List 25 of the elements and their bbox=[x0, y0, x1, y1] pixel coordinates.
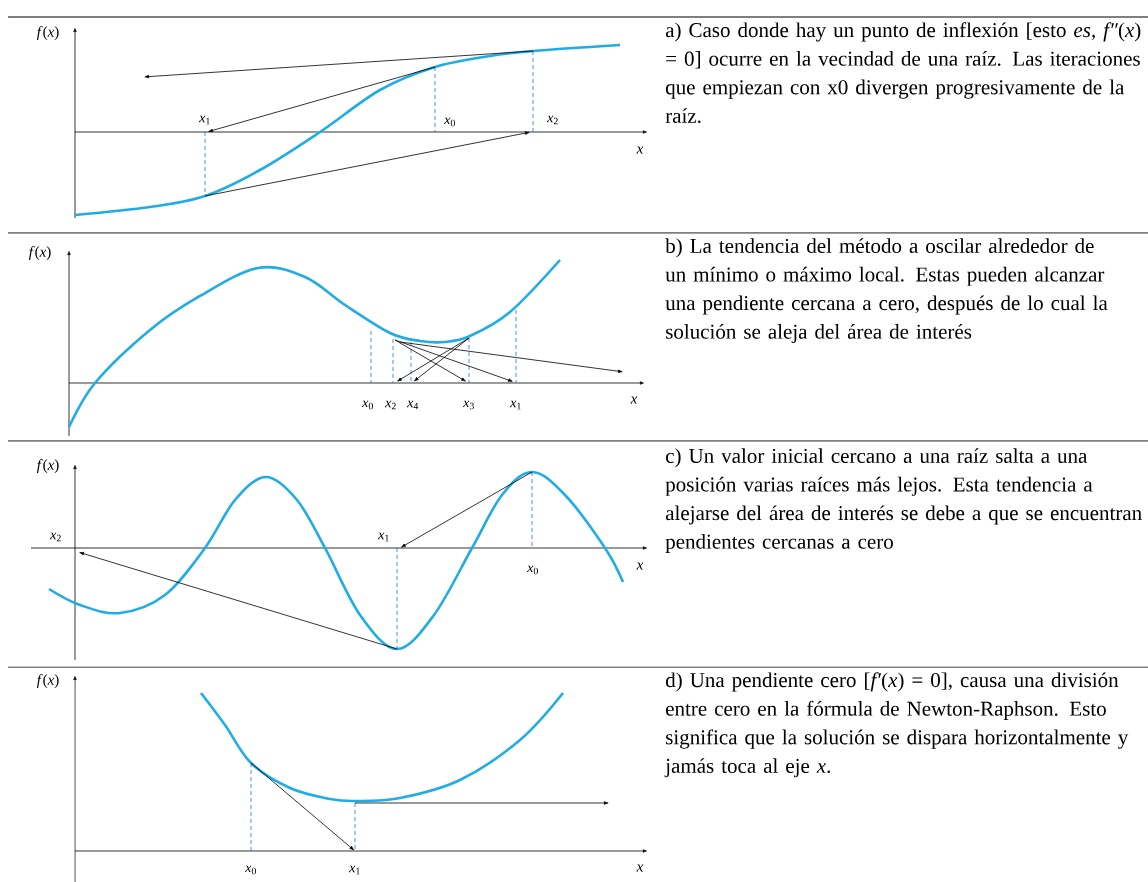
description-text: c) Un valor inicial cercano a una raíz salta a una posición varias raíces más lejos. Esta tendencia a alejarse del área de interés se debe a que se encuentran pendientes cercanas a cero bbox=[665, 448, 1142, 554]
point-label: x$_{2}$ bbox=[547, 115, 558, 125]
axis-label: x bbox=[630, 396, 638, 404]
point-label: x$_{0}$ bbox=[527, 565, 538, 575]
axis-label: f(x) bbox=[36, 459, 59, 473]
axis-label: f(x) bbox=[36, 26, 59, 40]
description-text: b) La tendencia del método a oscilar alrededor de un mínimo o máximo local. Estas pueden alcanzar una pendiente cercana a cero, después de lo cual la solución se aleja del área de interés bbox=[665, 238, 1108, 344]
axis-label: f(x) bbox=[36, 674, 59, 688]
point-label: x$_{4}$ bbox=[407, 400, 419, 410]
point-label: x$_{2}$ bbox=[385, 400, 396, 410]
axis-label: f(x) bbox=[28, 246, 51, 260]
point-label: x$_{1}$ bbox=[378, 532, 389, 542]
point-label: x$_{1}$ bbox=[199, 115, 210, 125]
axis-label: x bbox=[636, 864, 644, 872]
point-label: x$_{1}$ bbox=[510, 400, 521, 410]
point-label: x$_{3}$ bbox=[463, 400, 474, 410]
point-label: x$_{1}$ bbox=[349, 865, 360, 875]
point-label: x$_{2}$ bbox=[50, 532, 61, 542]
point-label: x$_{0}$ bbox=[245, 865, 256, 875]
description-text: d) Una pendiente cero [f′(x) = 0], causa una división entre cero en la fórmula de Newton-Raphson. Esto significa que la solución se dispara horizontalmente y jamás toca al eje x. bbox=[664, 672, 1129, 778]
point-label: x$_{0}$ bbox=[444, 117, 455, 127]
point-label: x$_{0}$ bbox=[362, 400, 373, 410]
description-text: a) Caso donde hay un punto de inflexión [esto es, f″(x) = 0] ocurre en la vecindad de una raíz. Las iteraciones que empiezan con x0 divergen progresivamente de la raíz. bbox=[665, 22, 1141, 124]
axis-label: x bbox=[636, 562, 644, 570]
axis-label: x bbox=[636, 146, 644, 154]
